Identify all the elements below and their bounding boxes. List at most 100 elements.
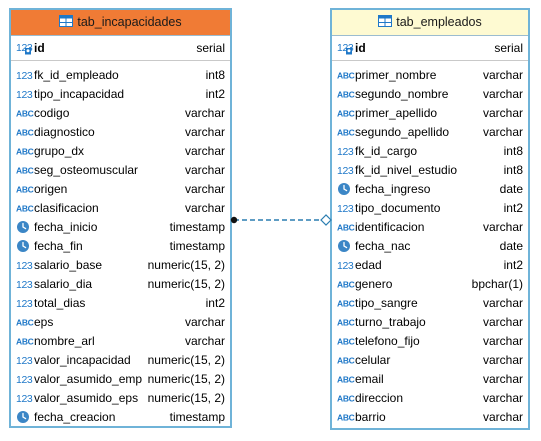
- table-header[interactable]: tab_incapacidades: [11, 10, 230, 36]
- text-icon: ABC: [337, 391, 355, 405]
- column-name: primer_nombre: [355, 67, 437, 82]
- number-icon: 123: [16, 296, 34, 310]
- column-name: total_dias: [34, 295, 86, 310]
- column-name: turno_trabajo: [355, 314, 426, 329]
- text-icon: ABC: [337, 315, 355, 329]
- column-name: fecha_fin: [34, 238, 83, 253]
- text-icon: ABC: [16, 125, 34, 139]
- text-icon: ABC: [16, 163, 34, 177]
- column-type: date: [499, 181, 523, 196]
- text-icon: ABC: [337, 410, 355, 424]
- column-type: varchar: [184, 200, 225, 215]
- column-type: varchar: [482, 86, 523, 101]
- column-type: numeric(15, 2): [147, 352, 225, 367]
- column-name: valor_incapacidad: [34, 352, 131, 367]
- column-name: barrio: [355, 409, 386, 424]
- column-type: varchar: [482, 333, 523, 348]
- number-icon: 123: [337, 201, 355, 215]
- column-name: tipo_sangre: [355, 295, 418, 310]
- column-name: fk_id_nivel_estudio: [355, 162, 458, 177]
- svg-text:123: 123: [16, 279, 33, 291]
- svg-text:123: 123: [16, 393, 33, 405]
- relationship-end-diamond: [320, 214, 332, 226]
- svg-text:123: 123: [16, 260, 33, 272]
- column-name: segundo_nombre: [355, 86, 449, 101]
- column-type: numeric(15, 2): [147, 371, 225, 386]
- number-icon: 123: [16, 277, 34, 291]
- number-icon: 123: [16, 87, 34, 101]
- clock-icon: [16, 239, 34, 253]
- table-header[interactable]: tab_empleados: [332, 10, 528, 36]
- svg-text:123: 123: [337, 203, 354, 215]
- column-name: id: [34, 41, 45, 55]
- column-name: edad: [355, 257, 382, 272]
- number-icon: 123: [16, 353, 34, 367]
- text-icon: ABC: [16, 106, 34, 120]
- column-type: numeric(15, 2): [147, 390, 225, 405]
- svg-text:ABC: ABC: [16, 203, 34, 213]
- column-name: id: [355, 41, 366, 55]
- number-icon: 123: [337, 144, 355, 158]
- column-type: int2: [205, 295, 225, 310]
- svg-text:ABC: ABC: [16, 184, 34, 194]
- svg-text:123: 123: [16, 70, 33, 82]
- svg-text:ABC: ABC: [337, 279, 355, 289]
- text-icon: ABC: [16, 334, 34, 348]
- text-icon: ABC: [337, 296, 355, 310]
- column-type: int2: [503, 257, 523, 272]
- svg-text:ABC: ABC: [337, 355, 355, 365]
- svg-text:ABC: ABC: [337, 336, 355, 346]
- table-title: tab_empleados: [396, 15, 482, 29]
- number-icon: 123: [16, 391, 34, 405]
- svg-text:ABC: ABC: [337, 89, 355, 99]
- column-type: numeric(15, 2): [147, 257, 225, 272]
- column-type: timestamp: [169, 219, 225, 234]
- column-type: serial: [196, 41, 225, 55]
- svg-text:ABC: ABC: [16, 127, 34, 137]
- text-icon: ABC: [16, 315, 34, 329]
